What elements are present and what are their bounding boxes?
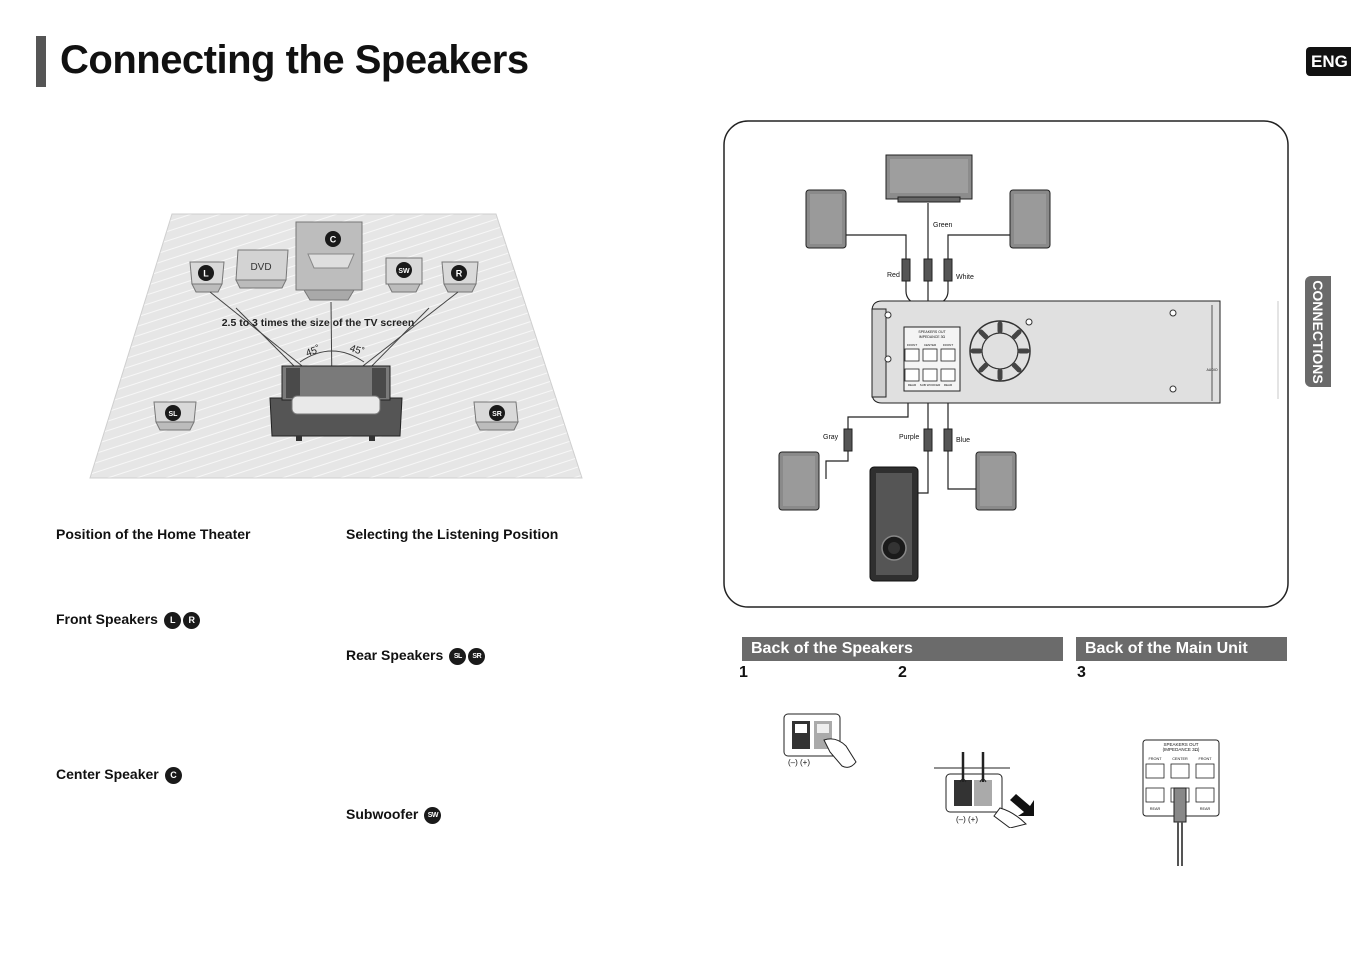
connections-side-tab: CONNECTIONS <box>1305 276 1331 387</box>
svg-text:R: R <box>456 269 463 279</box>
blue-wire-label: Blue <box>956 437 970 444</box>
rear-wires <box>825 403 978 494</box>
subwoofer-speaker: SW <box>385 257 423 293</box>
svg-text:SL: SL <box>169 411 179 418</box>
svg-text:DVD: DVD <box>250 262 271 273</box>
svg-text:REAR: REAR <box>944 383 953 387</box>
svg-text:FRONT: FRONT <box>907 343 917 347</box>
center-speaker-label: Center Speaker <box>56 766 159 782</box>
back-of-speakers-header: Back of the Speakers <box>742 637 1063 661</box>
badge-sl: SL <box>449 647 467 665</box>
svg-text:(IMPEDANCE 3Ω): (IMPEDANCE 3Ω) <box>1163 747 1200 752</box>
red-wire-label: Red <box>887 272 900 279</box>
listening-sofa <box>269 365 403 441</box>
side-tab-label: CONNECTIONS <box>1310 279 1326 384</box>
step-2: 2 <box>898 664 907 681</box>
svg-text:AUDIO: AUDIO <box>1206 368 1217 372</box>
svg-text:REAR: REAR <box>1200 807 1211 811</box>
page-title: Connecting the Speakers <box>60 38 529 82</box>
rear-right-speaker-box <box>975 451 1017 511</box>
back-of-main-unit-header: Back of the Main Unit <box>1076 637 1287 661</box>
rear-right-speaker: SR <box>473 401 519 431</box>
subwoofer-heading: Subwoofer SW <box>346 806 442 824</box>
main-unit-back: SPEAKERS OUT IMPEDANCE 3Ω FRONT CENTER F… <box>871 300 1221 404</box>
svg-text:FRONT: FRONT <box>1198 757 1212 761</box>
svg-text:C: C <box>330 235 337 245</box>
svg-text:SW: SW <box>398 268 410 275</box>
rear-speakers-label: Rear Speakers <box>346 647 444 663</box>
front-left-speaker-box <box>805 189 847 249</box>
svg-text:FRONT: FRONT <box>943 343 953 347</box>
svg-text:FRONT: FRONT <box>1148 757 1162 761</box>
front-right-speaker-box <box>1009 189 1051 249</box>
language-badge: ENG <box>1306 47 1351 76</box>
step-3-illustration: SPEAKERS OUT (IMPEDANCE 3Ω) FRONT CENTER… <box>1142 739 1220 866</box>
title-accent-bar <box>36 36 46 87</box>
badge-sr: SR <box>468 647 486 665</box>
white-wire-label: White <box>956 274 974 281</box>
rear-connectors <box>843 428 953 452</box>
svg-text:SR: SR <box>492 411 502 418</box>
svg-text:CENTER: CENTER <box>1172 757 1188 761</box>
purple-wire-label: Purple <box>899 434 919 441</box>
angle-right-label: 45˚ <box>348 342 365 358</box>
step-3: 3 <box>1077 664 1086 681</box>
badge-r: R <box>182 611 200 629</box>
svg-text:IMPEDANCE 3Ω: IMPEDANCE 3Ω <box>919 335 946 339</box>
tv-unit <box>885 154 973 203</box>
center-speaker-heading: Center Speaker C <box>56 766 182 784</box>
front-right-speaker: R <box>441 261 479 293</box>
svg-text:REAR: REAR <box>908 383 917 387</box>
svg-text:SPEAKERS OUT: SPEAKERS OUT <box>918 330 946 334</box>
rear-left-speaker-box <box>778 451 820 511</box>
svg-text:REAR: REAR <box>1150 807 1161 811</box>
rear-left-speaker: SL <box>153 401 197 431</box>
angle-left-label: 45˚ <box>304 343 322 359</box>
green-wire-label: Green <box>933 222 953 229</box>
tv-center-unit <box>295 221 363 301</box>
front-speakers-label: Front Speakers <box>56 611 158 627</box>
subwoofer-label: Subwoofer <box>346 806 419 822</box>
dvd-player: DVD <box>235 249 289 289</box>
center-speaker-badge: C <box>325 231 341 247</box>
step-2-polarity: (–) (+) <box>956 815 978 824</box>
listening-position-heading: Selecting the Listening Position <box>346 526 559 542</box>
front-wires <box>846 203 1010 319</box>
speaker-wiring-diagram: Green Red White SPEAKERS OUT IMPEDANCE 3… <box>723 120 1289 608</box>
svg-text:L: L <box>203 269 209 279</box>
gray-wire-label: Gray <box>823 434 839 441</box>
svg-text:CENTER: CENTER <box>924 343 937 347</box>
position-heading: Position of the Home Theater <box>56 526 251 542</box>
step-1-illustration: (–) (+) <box>783 713 857 768</box>
svg-text:SUB WOOFER: SUB WOOFER <box>920 383 941 387</box>
badge-l: L <box>163 611 181 629</box>
step-2-illustration: (–) (+) <box>934 752 1034 828</box>
badge-c: C <box>164 766 182 784</box>
room-layout-diagram: C DVD L SW R 2.5 to 3 times the size of … <box>89 213 583 479</box>
front-left-speaker: L <box>189 261 225 293</box>
step-1: 1 <box>739 664 748 681</box>
distance-label: 2.5 to 3 times the size of the TV screen <box>222 317 415 329</box>
badge-sw: SW <box>424 806 442 824</box>
front-connectors <box>901 258 953 282</box>
step-1-polarity: (–) (+) <box>788 758 810 767</box>
subwoofer-box <box>869 466 919 582</box>
svg-text:SPEAKERS OUT: SPEAKERS OUT <box>1163 742 1198 747</box>
